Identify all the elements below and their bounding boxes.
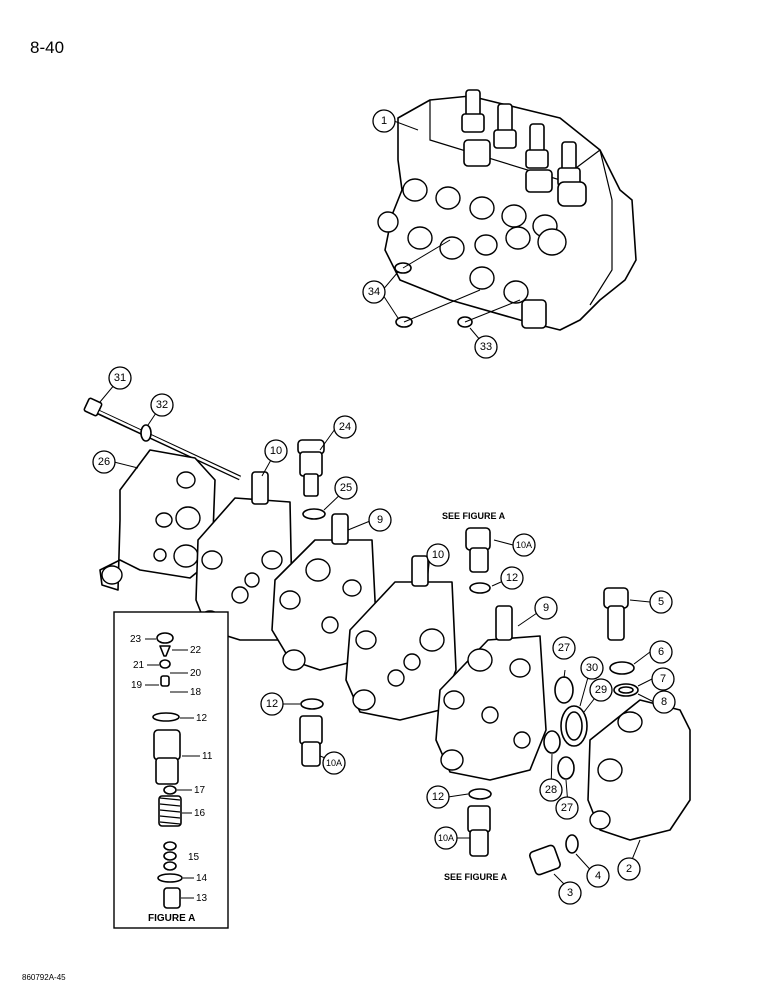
callout-28: 28 <box>539 778 563 802</box>
callout-7: 7 <box>651 667 675 691</box>
seal-rings-illustration <box>543 676 588 780</box>
callout-5: 5 <box>649 590 673 614</box>
fig-a-label-21: 21 <box>133 660 145 671</box>
svg-text:24: 24 <box>339 421 351 433</box>
callout-33: 33 <box>474 335 498 359</box>
relief-valve-10a-mid-illustration <box>299 698 324 767</box>
callout-27-bottom: 27 <box>555 796 579 820</box>
callout-3: 3 <box>558 881 582 905</box>
callout-6: 6 <box>649 640 673 664</box>
svg-text:12: 12 <box>506 572 518 584</box>
callout-10a-bottom: 10A <box>434 826 458 850</box>
callout-9-second: 9 <box>534 596 558 620</box>
fig-a-label-13: 13 <box>196 893 208 904</box>
relief-valve-5-illustration <box>603 587 639 697</box>
relief-valve-10a-top-illustration <box>465 527 491 594</box>
svg-text:33: 33 <box>480 341 492 353</box>
svg-text:28: 28 <box>545 784 557 796</box>
fig-a-label-22: 22 <box>190 645 202 656</box>
fig-a-label-18: 18 <box>190 687 202 698</box>
callout-31: 31 <box>108 366 132 390</box>
svg-text:27: 27 <box>561 802 573 814</box>
plug-3-illustration <box>529 834 579 876</box>
plug-24-illustration <box>297 439 326 520</box>
callout-29: 29 <box>589 678 613 702</box>
callout-10a-mid: 10A <box>322 751 346 775</box>
figure-a-title: FIGURE A <box>148 913 195 924</box>
fig-a-label-19: 19 <box>131 680 143 691</box>
callout-8: 8 <box>652 690 676 714</box>
callout-10-second: 10 <box>426 543 450 567</box>
fig-a-label-23: 23 <box>130 634 142 645</box>
callout-4: 4 <box>586 864 610 888</box>
svg-text:31: 31 <box>114 372 126 384</box>
callout-10: 10 <box>264 439 288 463</box>
callout-26: 26 <box>92 450 116 474</box>
svg-text:27: 27 <box>558 642 570 654</box>
svg-text:10: 10 <box>270 445 282 457</box>
svg-text:9: 9 <box>377 514 383 526</box>
see-figure-a-note-bottom: SEE FIGURE A <box>444 872 508 882</box>
callout-9: 9 <box>368 508 392 532</box>
svg-text:7: 7 <box>660 673 666 685</box>
svg-text:3: 3 <box>567 887 573 899</box>
fig-a-label-12: 12 <box>196 713 208 724</box>
svg-text:9: 9 <box>543 602 549 614</box>
assembled-valve-illustration <box>377 89 637 331</box>
callout-12-mid: 12 <box>260 692 284 716</box>
svg-text:25: 25 <box>340 482 352 494</box>
outlet-end-cover-illustration <box>587 699 691 841</box>
fig-a-label-15: 15 <box>188 852 200 863</box>
see-figure-a-note-top: SEE FIGURE A <box>442 511 506 521</box>
fig-a-label-14: 14 <box>196 873 208 884</box>
svg-text:30: 30 <box>586 662 598 674</box>
figure-a-inset <box>113 611 229 929</box>
svg-text:12: 12 <box>432 791 444 803</box>
page-number: 8-40 <box>30 38 65 57</box>
fig-a-label-20: 20 <box>190 668 202 679</box>
callout-25: 25 <box>334 476 358 500</box>
valve-section-9b-illustration <box>435 605 547 781</box>
svg-text:34: 34 <box>368 286 380 298</box>
svg-text:10: 10 <box>432 549 444 561</box>
svg-text:10A: 10A <box>438 833 454 843</box>
svg-text:4: 4 <box>595 870 601 882</box>
callout-10a-top: 10A <box>512 533 536 557</box>
callout-12-bottom: 12 <box>426 785 450 809</box>
svg-text:26: 26 <box>98 456 110 468</box>
svg-text:6: 6 <box>658 646 664 658</box>
fig-a-label-11: 11 <box>202 751 213 762</box>
callout-2: 2 <box>617 857 641 881</box>
callout-30: 30 <box>580 656 604 680</box>
callout-34: 34 <box>362 280 386 304</box>
valve-section-10b-illustration <box>345 555 457 721</box>
svg-text:1: 1 <box>381 115 387 127</box>
callout-24: 24 <box>333 415 357 439</box>
svg-text:2: 2 <box>626 863 632 875</box>
callout-32: 32 <box>150 393 174 417</box>
callout-12-top: 12 <box>500 566 524 590</box>
relief-valve-10a-bottom-illustration <box>467 788 492 857</box>
svg-text:8: 8 <box>661 696 667 708</box>
svg-text:12: 12 <box>266 698 278 710</box>
svg-text:10A: 10A <box>326 758 342 768</box>
tie-bolt-illustration <box>83 397 242 481</box>
svg-text:10A: 10A <box>516 540 532 550</box>
figure-a-labels: 23 22 21 20 19 18 12 11 17 16 15 14 13 F… <box>130 634 213 924</box>
document-code: 860792A-45 <box>22 973 66 982</box>
svg-text:29: 29 <box>595 684 607 696</box>
svg-text:32: 32 <box>156 399 168 411</box>
fig-a-label-17: 17 <box>194 785 206 796</box>
callout-27-top: 27 <box>552 636 576 660</box>
callout-1: 1 <box>372 109 396 133</box>
fig-a-label-16: 16 <box>194 808 206 819</box>
svg-text:5: 5 <box>658 596 664 608</box>
inlet-end-plate-illustration <box>99 449 216 591</box>
